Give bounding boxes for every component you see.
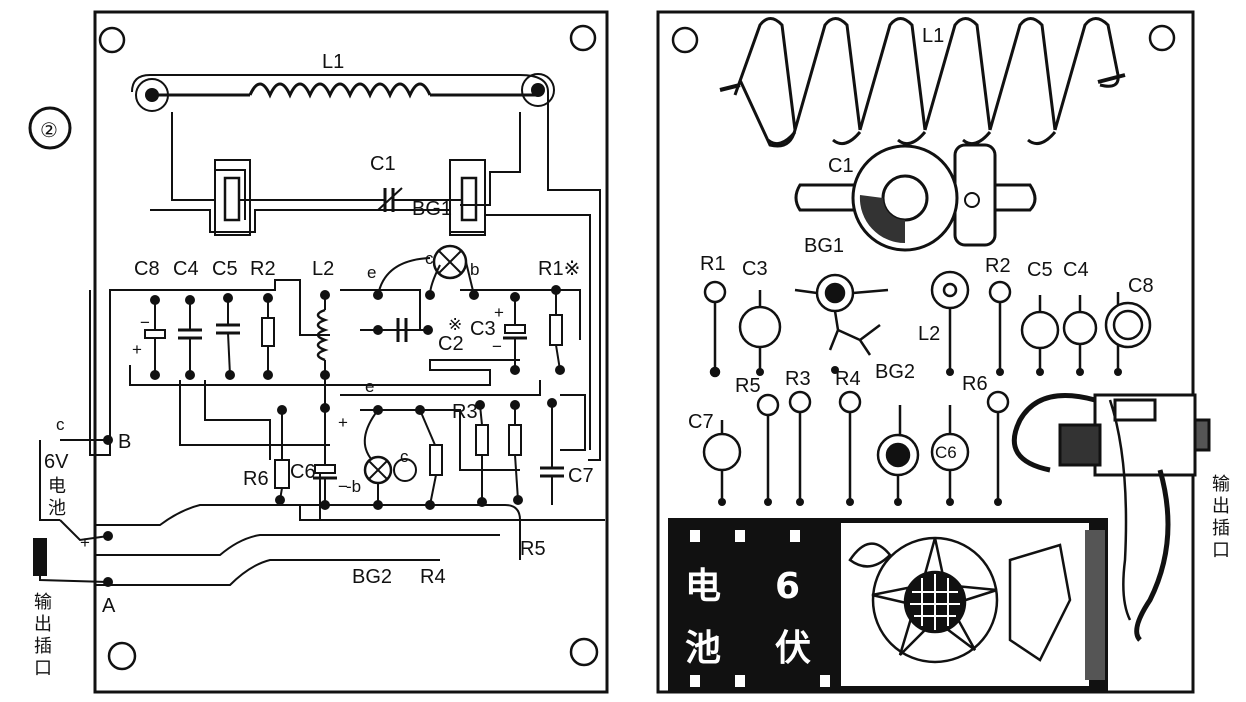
r-label-C8: C8: [1128, 275, 1154, 297]
pin-c-BG2: c: [400, 447, 409, 466]
label-C8: C8: [134, 258, 160, 280]
label-L2: L2: [312, 258, 334, 280]
r-label-R4: R4: [835, 368, 861, 390]
label-BG2: BG2: [352, 566, 392, 588]
r-label-C7: C7: [688, 411, 714, 433]
coil-L2: [316, 295, 329, 408]
label-C6: C6: [290, 461, 316, 483]
svg-text:+: +: [80, 533, 90, 552]
battery-label-char-1: 电: [48, 476, 66, 497]
sunflower-graphic: [848, 536, 1072, 664]
battery-text-char-4: 伏: [775, 628, 811, 669]
mounting-hole: [107, 641, 137, 671]
battery-voltage-label: 6V: [44, 451, 69, 473]
label-C1: C1: [370, 153, 396, 175]
r-label-BG1: BG1: [804, 235, 844, 257]
label-R2: R2: [250, 258, 276, 280]
svg-text:−: −: [338, 477, 348, 496]
right-component-view: 电 池 6 伏 L1 C1 BG1 R1 C3 L2 R2 C5 C4 C8 C…: [656, 10, 1230, 694]
capacitor-C3-resistor-R1: [503, 290, 563, 371]
r-label-C4: C4: [1063, 259, 1089, 281]
mounting-hole: [1148, 24, 1176, 52]
label-R5: R5: [520, 538, 546, 560]
r-label-R5: R5: [735, 375, 761, 397]
mounting-hole: [671, 26, 699, 54]
svg-text:−: −: [82, 431, 92, 450]
pin-b-BG2: -b: [346, 477, 361, 496]
label-C2: C2: [438, 333, 464, 355]
pcb-traces: [89, 74, 605, 586]
label-B: B: [118, 431, 131, 453]
label-C5: C5: [212, 258, 238, 280]
right-components: [702, 270, 1152, 500]
r-label-C6: C6: [935, 443, 957, 462]
label-R4: R4: [420, 566, 446, 588]
battery-text-char-1: 电: [685, 566, 721, 607]
left-jack-label-4: 口: [34, 658, 52, 679]
right-jack-label-2: 出: [1212, 496, 1230, 517]
r-label-C3: C3: [742, 258, 768, 280]
battery-text-char-3: 6: [775, 566, 800, 607]
capacitor-C2: [378, 318, 428, 342]
left-jack-label-1: 输: [34, 592, 52, 613]
pin-e-BG2: e: [365, 377, 374, 396]
right-jack-label-4: 口: [1212, 540, 1230, 561]
mounting-hole: [569, 637, 599, 667]
label-R3: R3: [452, 401, 478, 423]
label-BG1: BG1: [412, 198, 452, 220]
battery-label-char-2: 池: [48, 498, 66, 519]
r-label-R6: R6: [962, 373, 988, 395]
capacitors-C8-C4-C5: [144, 298, 275, 376]
coil-L1: [135, 73, 555, 112]
label-R1: R1※: [538, 258, 580, 280]
battery-pack: 电 池 6 伏: [668, 518, 1108, 693]
capacitor-C1: [223, 176, 478, 222]
right-jack-label-3: 插: [1212, 518, 1230, 539]
component-pads: [103, 285, 565, 587]
svg-text:+: +: [132, 340, 142, 359]
figure-number: ②: [28, 106, 72, 150]
svg-text:−: −: [140, 313, 150, 332]
left-jack-label-3: 插: [34, 636, 52, 657]
output-jack-photo: [1011, 393, 1211, 642]
right-pads: [718, 366, 1122, 506]
figure-number-text: ②: [40, 120, 58, 142]
mounting-hole: [98, 26, 126, 54]
mounting-hole: [569, 24, 597, 52]
output-jack-symbol: [33, 538, 47, 576]
r-label-BG2: BG2: [875, 361, 915, 383]
svg-text:−: −: [492, 337, 502, 356]
left-jack-label-2: 出: [34, 614, 52, 635]
pin-b-BG1: b: [470, 260, 479, 279]
label-A: A: [102, 595, 116, 617]
r-label-R2: R2: [985, 255, 1011, 277]
svg-text:+: +: [338, 413, 348, 432]
wire-c-label: c: [56, 415, 65, 434]
label-C2-mark: ※: [448, 315, 462, 334]
r-label-R3: R3: [785, 368, 811, 390]
r-label-C1: C1: [828, 155, 854, 177]
pin-c-BG1: c: [425, 249, 434, 268]
r-label-R1: R1: [700, 253, 726, 275]
svg-text:+: +: [494, 303, 504, 322]
r-label-L2: L2: [918, 323, 940, 345]
right-jack-label-1: 输: [1212, 474, 1230, 495]
label-R6: R6: [243, 468, 269, 490]
r-label-C5: C5: [1027, 259, 1053, 281]
label-C7: C7: [568, 465, 594, 487]
r-label-L1: L1: [922, 25, 944, 47]
battery-text-char-2: 池: [685, 628, 721, 669]
label-C3: C3: [470, 318, 496, 340]
left-board-outline: [93, 10, 609, 694]
label-L1: L1: [322, 51, 344, 73]
lower-components: [274, 403, 564, 506]
label-C4: C4: [173, 258, 199, 280]
left-pcb-layout: − + + −: [33, 10, 609, 694]
trimmer-capacitor-C1: [794, 143, 1037, 252]
coil-L1-photo: [719, 17, 1126, 148]
pin-e-BG1: e: [367, 263, 376, 282]
